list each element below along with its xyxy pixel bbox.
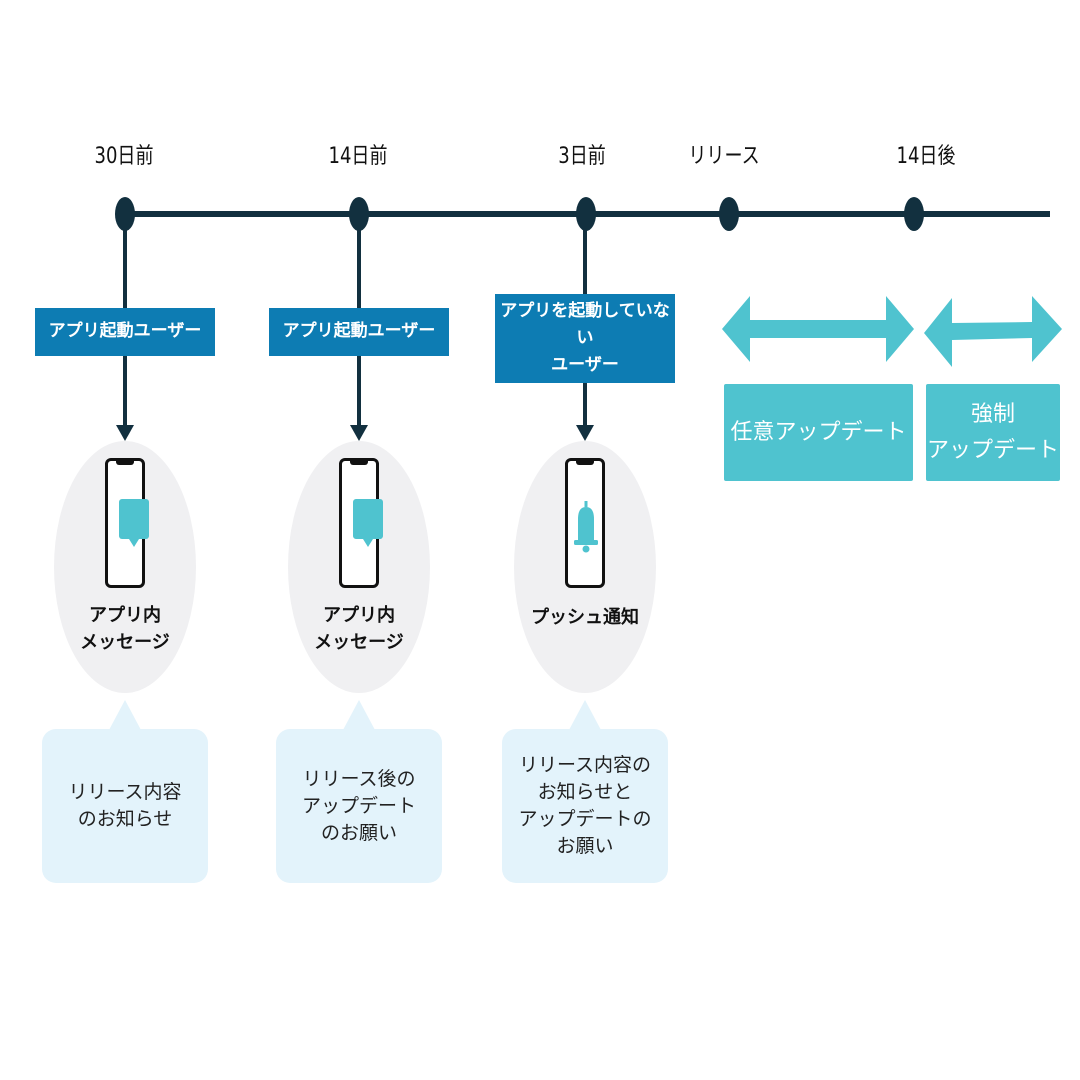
note-box-update-request: リリース後の アップデート のお願い (276, 729, 442, 883)
update-period-label: 強制 アップデート (926, 401, 1059, 463)
optional-update-box: 任意アップデート (724, 384, 913, 481)
optional-update-period-arrow (722, 296, 914, 362)
user-box-label: アプリを起動していない ユーザー (500, 300, 670, 376)
note-box-release-info-and-update-request: リリース内容の お知らせと アップデートの お願い (502, 729, 668, 883)
channel-circle-in-app-message-2 (288, 441, 430, 693)
note-pointer (343, 700, 375, 730)
bell-icon (574, 501, 598, 553)
phone-icon (105, 458, 149, 588)
timeline-node-release (719, 197, 739, 231)
channel-circle-in-app-message-1 (54, 441, 196, 693)
note-pointer (569, 700, 601, 730)
connector-arrowhead (116, 425, 134, 441)
timeline-node-14-days-after (904, 197, 924, 231)
connector-line (123, 356, 127, 428)
note-text: リリース後の アップデート のお願い (301, 767, 416, 844)
user-box-app-launch-users-1: アプリ起動ユーザー (35, 308, 215, 356)
forced-update-box: 強制 アップデート (926, 384, 1060, 481)
timeline-label-3-days-before: 3日前 (558, 144, 606, 169)
user-box-label: アプリ起動ユーザー (48, 321, 202, 342)
timeline-node-3-days-before (576, 197, 596, 231)
chat-bubble-icon (353, 499, 383, 547)
connector-line (123, 228, 127, 308)
user-box-label: アプリ起動ユーザー (282, 321, 436, 342)
phone-icon (565, 458, 605, 588)
connector-line (583, 228, 587, 294)
user-box-non-launch-users: アプリを起動していない ユーザー (495, 294, 675, 383)
channel-title: アプリ内 メッセージ (80, 605, 170, 653)
timeline-label-30-days-before: 30日前 (94, 144, 154, 169)
timeline-label-14-days-after: 14日後 (896, 144, 956, 169)
channel-circle-push-notification (514, 441, 656, 693)
note-text: リリース内容 のお知らせ (68, 781, 182, 830)
connector-line (583, 383, 587, 428)
note-pointer (109, 700, 141, 730)
note-text: リリース内容の お知らせと アップデートの お願い (518, 754, 652, 857)
timeline-label-14-days-before: 14日前 (328, 144, 388, 169)
chat-bubble-icon (119, 499, 149, 547)
note-box-release-info: リリース内容 のお知らせ (42, 729, 208, 883)
user-box-app-launch-users-2: アプリ起動ユーザー (269, 308, 449, 356)
connector-arrowhead (576, 425, 594, 441)
connector-line (357, 228, 361, 308)
channel-title: プッシュ通知 (531, 607, 639, 628)
forced-update-period-arrow (924, 296, 1062, 367)
channel-title: アプリ内 メッセージ (314, 605, 404, 653)
timeline-node-30-days-before (115, 197, 135, 231)
timeline-node-14-days-before (349, 197, 369, 231)
timeline-label-release: リリース (688, 144, 760, 169)
update-period-label: 任意アップデート (730, 419, 907, 445)
connector-arrowhead (350, 425, 368, 441)
phone-icon (339, 458, 383, 588)
connector-line (357, 356, 361, 428)
